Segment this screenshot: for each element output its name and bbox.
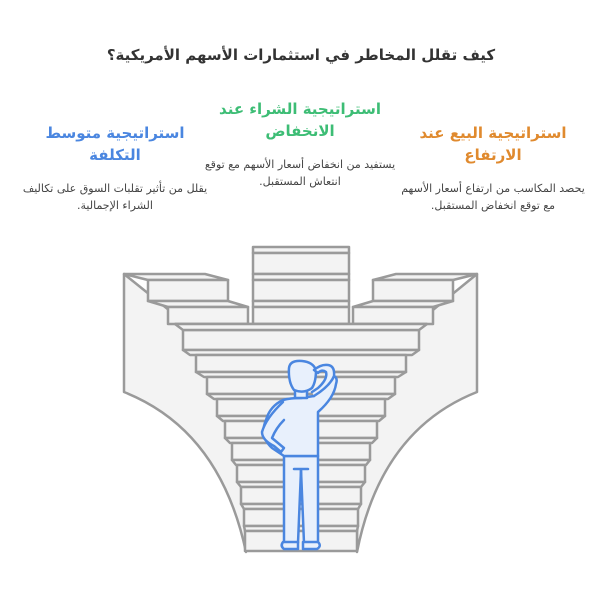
person-arm-left [260, 400, 286, 454]
left-stair-step [166, 305, 250, 326]
strategy-description: يحصد المكاسب من ارتفاع أسعار الأسهم مع ت… [401, 182, 585, 212]
strategy-heading: استراتيجية البيع عند الارتفاع [419, 124, 567, 164]
common-stair-step [243, 529, 359, 553]
strategy-heading: استراتيجية متوسط التكلفة [45, 124, 185, 164]
person-shoe-right [301, 540, 321, 551]
center-stair-step [251, 305, 351, 326]
center-stair-step [251, 278, 351, 303]
person-shoe-left [280, 540, 300, 551]
person-arm-right [310, 363, 336, 398]
right-stair-step [351, 305, 435, 326]
strategy-card-average-cost: استراتيجية متوسط التكلفة يقلل من تأثير ت… [20, 122, 210, 214]
strategy-card-sell-high: استراتيجية البيع عند الارتفاع يحصد المكا… [398, 122, 588, 214]
common-stair-step [181, 328, 421, 352]
strategy-heading: استراتيجية الشراء عند الانخفاض [219, 100, 381, 140]
person-figure [260, 359, 338, 551]
strategy-description: يستفيد من انخفاض أسعار الأسهم مع توقع ان… [204, 158, 396, 188]
strategy-card-buy-low: استراتيجية الشراء عند الانخفاض يستفيد من… [202, 98, 398, 190]
center-stair-step [251, 251, 351, 276]
left-stair-step [146, 278, 230, 303]
page-title: كيف تقلل المخاطر في استثمارات الأسهم الأ… [106, 46, 496, 64]
common-stair-step [242, 507, 360, 528]
strategy-description: يقلل من تأثير تقلبات السوق على تكاليف ال… [22, 182, 208, 212]
person-head [287, 359, 318, 393]
right-stair-step [371, 278, 455, 303]
